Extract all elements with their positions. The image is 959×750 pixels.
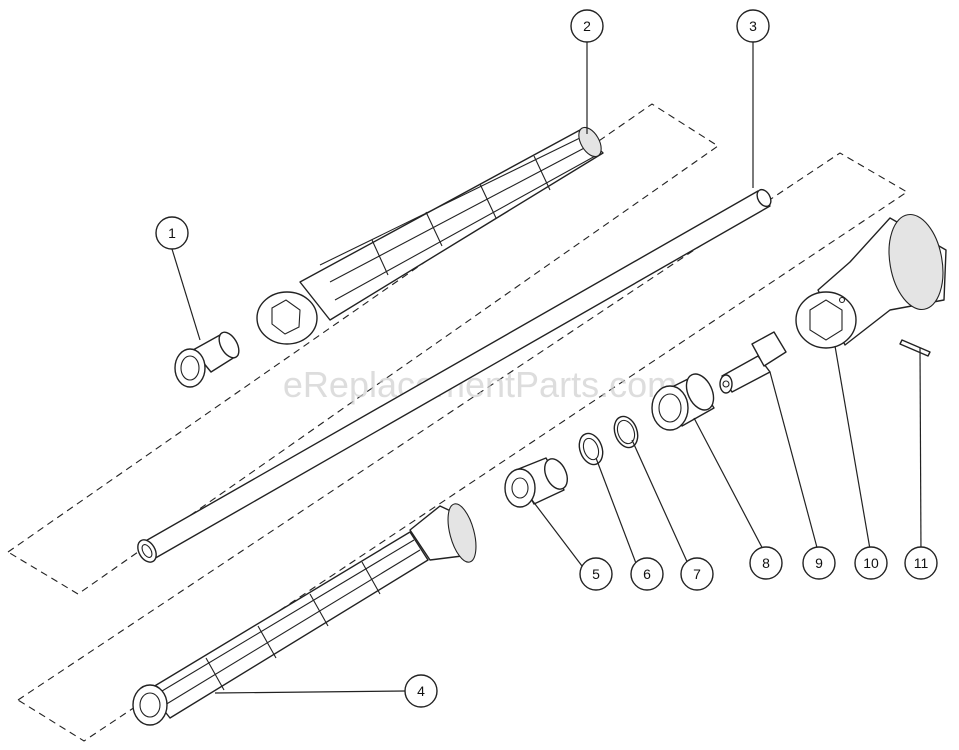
callout-8: 8 xyxy=(749,546,783,580)
part-7-o-ring xyxy=(613,415,639,449)
part-2-extension-handle xyxy=(256,126,604,345)
callout-6: 6 xyxy=(630,557,664,591)
assembly-outline-lower xyxy=(16,152,909,742)
callout-4: 4 xyxy=(404,674,438,708)
svg-text:10: 10 xyxy=(863,555,879,571)
callout-1: 1 xyxy=(155,216,189,250)
callout-7: 7 xyxy=(680,557,714,591)
callout-5: 5 xyxy=(579,557,613,591)
callout-3: 3 xyxy=(736,9,770,43)
part-5-adapter xyxy=(504,457,569,508)
part-9-nozzle xyxy=(719,331,787,394)
svg-text:9: 9 xyxy=(815,555,823,571)
part-10-bell-guard xyxy=(795,213,947,349)
callout-2: 2 xyxy=(570,9,604,43)
part-3-tube xyxy=(137,188,772,563)
svg-text:3: 3 xyxy=(749,18,757,34)
svg-text:5: 5 xyxy=(592,566,600,582)
part-6-retaining-ring xyxy=(578,432,604,466)
assembly-outline-upper xyxy=(6,103,719,595)
svg-text:11: 11 xyxy=(914,555,929,571)
part-8-coupling-nut xyxy=(651,373,715,431)
svg-text:2: 2 xyxy=(583,18,591,34)
svg-text:6: 6 xyxy=(643,566,651,582)
part-6-ring-inner xyxy=(582,437,600,461)
callout-9: 9 xyxy=(802,546,836,580)
svg-text:7: 7 xyxy=(693,566,701,582)
svg-text:4: 4 xyxy=(417,683,425,699)
part-7-o-ring-inner xyxy=(616,419,636,445)
svg-text:8: 8 xyxy=(762,555,770,571)
svg-text:1: 1 xyxy=(168,225,176,241)
part-4-handle xyxy=(132,503,477,726)
part-11-pin xyxy=(899,339,931,357)
leader-lines xyxy=(171,42,922,694)
callout-10: 10 xyxy=(854,546,888,580)
part-1-fitting xyxy=(174,331,240,388)
callout-11: 11 xyxy=(904,546,938,580)
